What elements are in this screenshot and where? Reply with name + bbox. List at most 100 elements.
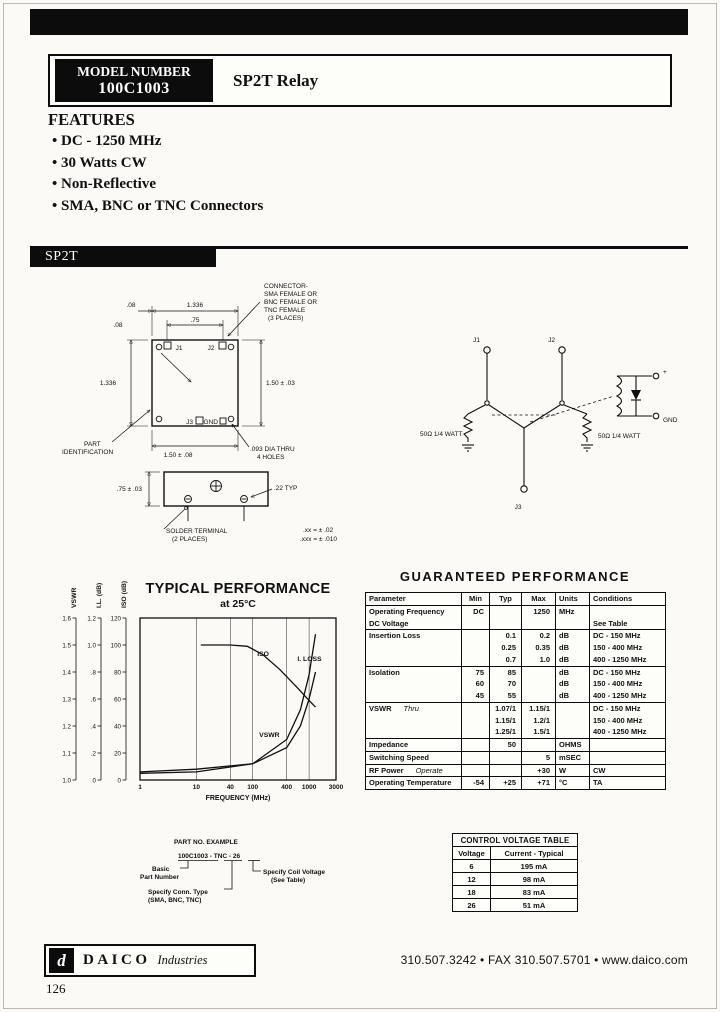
j3-label: J3 <box>186 419 193 426</box>
basic-part-label: Basic <box>152 866 170 873</box>
features-title: FEATURES <box>48 110 135 129</box>
svg-text:1.5: 1.5 <box>62 642 71 649</box>
section-rule <box>216 246 688 249</box>
connector-note-line: BNC FEMALE OR <box>264 299 317 306</box>
svg-text:20: 20 <box>114 750 121 757</box>
daico-logo-icon: d <box>49 948 74 973</box>
feature-item: Non-Reflective <box>52 174 263 196</box>
col-max: Max <box>521 592 556 606</box>
connector-note-line: TNC FEMALE <box>264 307 306 314</box>
right-resistor-label: 50Ω 1/4 WATT <box>598 433 640 440</box>
j2-label: J2 <box>548 337 555 344</box>
svg-text:1.6: 1.6 <box>62 615 71 622</box>
svg-text:1.0: 1.0 <box>87 642 96 649</box>
guaranteed-performance-table: Parameter Min Typ Max Units Conditions O… <box>365 592 666 790</box>
current-column-header: Current - Typical <box>490 846 578 860</box>
dim-height-left: 1.336 <box>100 380 117 387</box>
svg-text:40: 40 <box>227 784 235 791</box>
dim-terminal-offset: .22 TYP <box>274 485 297 492</box>
connector-note-line: SMA FEMALE OR <box>264 291 317 298</box>
tolerance-xxx: .xxx = ± .010 <box>300 536 337 543</box>
svg-text:1.0: 1.0 <box>62 777 71 784</box>
extension-lines <box>127 306 265 507</box>
dim-connector-spacing: .75 <box>190 317 199 324</box>
coil-voltage-label: Specify Coil Voltage <box>263 869 325 876</box>
svg-text:1.4: 1.4 <box>62 669 71 676</box>
series-vswr <box>139 671 317 773</box>
control-voltage-table: CONTROL VOLTAGE TABLE Voltage Current - … <box>452 833 578 912</box>
solder-note-line: SOLDER TERMINAL <box>166 528 228 535</box>
section-label-bar: SP2T <box>30 246 216 267</box>
typical-performance-subtitle: at 25°C <box>220 598 256 610</box>
dim-side-height: .75 ± .03 <box>117 486 143 493</box>
svg-text:.2: .2 <box>91 750 97 757</box>
j1-label: J1 <box>473 337 480 344</box>
feature-item: SMA, BNC or TNC Connectors <box>52 196 263 218</box>
mechanical-labels: 1.336 .08 .08 .75 CONNECTOR- SMA FEMALE … <box>62 283 337 543</box>
feature-item: DC - 1250 MHz <box>52 131 263 153</box>
svg-text:ISO: ISO <box>257 651 269 658</box>
top-bar <box>30 9 688 35</box>
relay-body-outline <box>151 339 269 507</box>
relay-body-details <box>155 341 248 521</box>
series-i-loss <box>139 634 317 774</box>
svg-text:10: 10 <box>193 784 201 791</box>
col-units: Units <box>555 592 590 606</box>
control-voltage-title: CONTROL VOLTAGE TABLE <box>452 833 578 847</box>
part-number-example: PART NO. EXAMPLE 100C1003 - TNC - 26 Bas… <box>140 839 325 904</box>
svg-text:FREQUENCY (MHz): FREQUENCY (MHz) <box>206 795 271 802</box>
svg-text:1.2: 1.2 <box>87 615 96 622</box>
dim-offset-b: .08 <box>113 322 122 329</box>
header: MODEL NUMBER 100C1003 SP2T Relay <box>48 54 672 107</box>
part-example-lines <box>178 860 261 890</box>
j1-label: J1 <box>176 345 183 352</box>
dim-offset-a: .08 <box>126 302 135 309</box>
svg-text:100: 100 <box>247 784 258 791</box>
dim-width-top: 1.336 <box>187 302 204 309</box>
brand-name: DAICO <box>83 952 151 968</box>
svg-text:120: 120 <box>111 615 122 622</box>
col-min: Min <box>461 592 490 606</box>
connector-note-line: (3 PLACES) <box>268 315 303 322</box>
svg-text:1: 1 <box>138 784 142 791</box>
svg-text:1000: 1000 <box>302 784 317 791</box>
solder-note-line: (2 PLACES) <box>172 536 207 543</box>
mechanical-drawing: 1.336 .08 .08 .75 CONNECTOR- SMA FEMALE … <box>62 283 337 543</box>
j2-label: J2 <box>208 345 215 352</box>
tolerance-xx: .xx = ± .02 <box>303 527 334 534</box>
svg-text:100: 100 <box>111 642 122 649</box>
col-parameter: Parameter <box>369 594 406 603</box>
part-identification-line: PART <box>84 441 101 448</box>
col-typ: Typ <box>489 592 522 606</box>
dimension-lines <box>111 301 273 530</box>
svg-text:1.2: 1.2 <box>62 723 71 730</box>
series-iso <box>200 644 316 708</box>
hole-note-line: 4 HOLES <box>257 454 285 461</box>
model-number-value: 100C1003 <box>98 79 170 97</box>
plus-terminal-label: + <box>663 369 667 376</box>
svg-text:I. LOSS: I. LOSS <box>297 656 322 663</box>
connector-note-line: CONNECTOR- <box>264 283 308 290</box>
svg-text:.4: .4 <box>91 723 97 730</box>
footer-logo-box: d DAICO Industries <box>44 944 256 977</box>
svg-text:80: 80 <box>114 669 121 676</box>
svg-text:400: 400 <box>281 784 292 791</box>
